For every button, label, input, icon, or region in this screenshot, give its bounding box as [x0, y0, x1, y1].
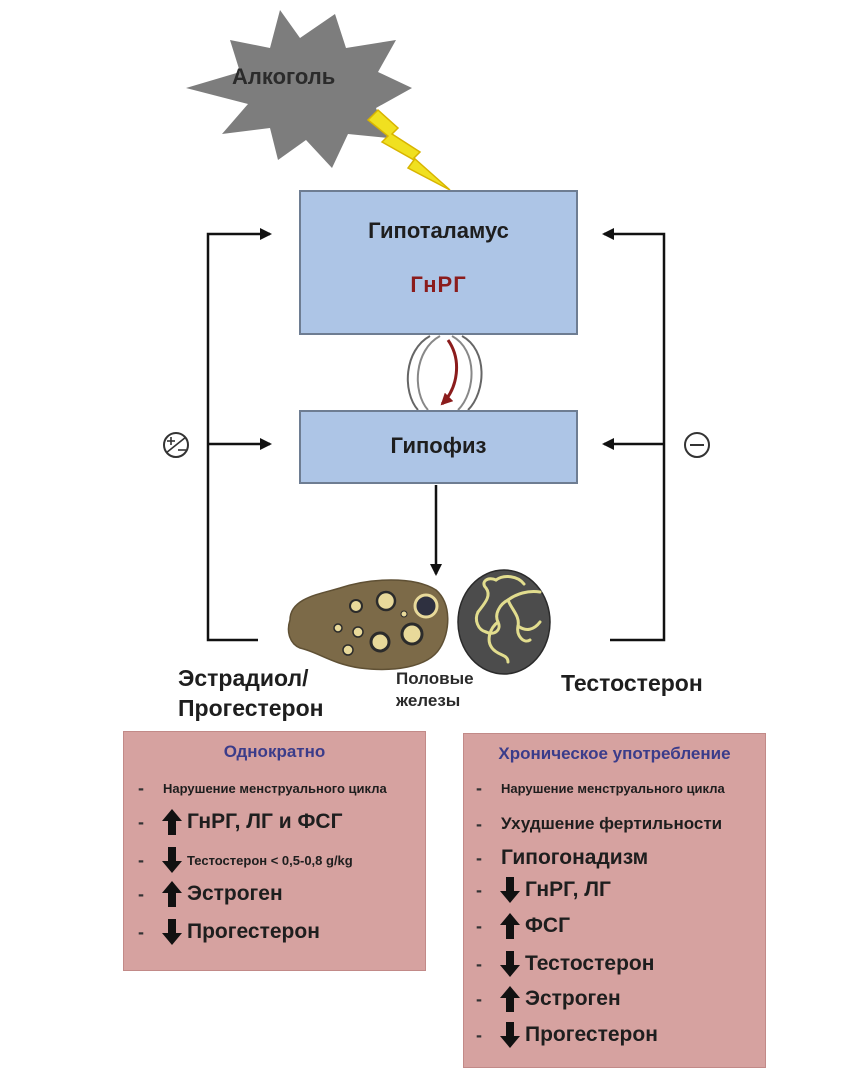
- list-item: - ГнРГ, ЛГ и ФСГ: [138, 808, 343, 836]
- arrow-up-icon: [500, 986, 520, 1012]
- bullet-dash: -: [476, 879, 482, 900]
- list-item-text: Ухудшение фертильности: [501, 814, 723, 833]
- gnrh-label: ГнРГ: [410, 272, 467, 297]
- list-item-text: Прогестерон: [525, 1023, 658, 1046]
- bullet-dash: -: [476, 988, 482, 1009]
- gonads-label: Половые железы: [396, 668, 474, 712]
- bullet-dash: -: [476, 915, 482, 936]
- arrow-down-icon: [500, 877, 520, 903]
- bullet-dash: -: [138, 921, 144, 942]
- list-item-text: ФСГ: [525, 914, 570, 937]
- arrow-up-icon: [162, 881, 182, 907]
- alcohol-starburst: [186, 10, 412, 168]
- list-item-text: Гипогонадизм: [501, 846, 649, 869]
- acute-panel-title: Однократно: [223, 742, 326, 761]
- alcohol-label: Алкоголь: [232, 64, 336, 89]
- list-item: - Эстроген: [138, 880, 283, 908]
- testosterone-label: Тестостерон: [561, 670, 703, 696]
- bullet-dash: -: [476, 813, 482, 834]
- gonads-label-line2: железы: [396, 691, 461, 710]
- minus-sign-icon: [684, 432, 710, 458]
- arrow-down-icon: [500, 951, 520, 977]
- arrow-down-icon: [500, 1022, 520, 1048]
- list-item-text: Тестостерон < 0,5-0,8 g/kg: [187, 852, 353, 868]
- list-item-text: Эстроген: [525, 987, 621, 1010]
- list-item: - Гипогонадизм: [476, 844, 648, 872]
- portal-vessels: [406, 335, 483, 411]
- bullet-dash: -: [138, 777, 144, 798]
- list-item: - Нарушение менструального цикла: [476, 774, 725, 802]
- list-item-text: Тестостерон: [525, 952, 655, 975]
- estradiol-progesterone-label: Эстрадиол/ Прогестерон: [178, 663, 324, 723]
- list-item: - Тестостерон < 0,5-0,8 g/kg: [138, 846, 353, 874]
- plus-minus-sign-icon: [163, 432, 189, 458]
- bullet-dash: -: [476, 847, 482, 868]
- hypothalamus-box: [299, 190, 578, 335]
- list-item-text: Прогестерон: [187, 920, 320, 943]
- list-item: - Эстроген: [476, 985, 621, 1013]
- bullet-dash: -: [138, 811, 144, 832]
- list-item: - Прогестерон: [138, 918, 320, 946]
- list-item-text: Нарушение менструального цикла: [501, 780, 725, 796]
- chronic-panel-title: Хроническое употребление: [498, 744, 731, 763]
- testis-illustration: [457, 569, 551, 675]
- chronic-effects-panel: Хроническое употребление - Нарушение мен…: [463, 733, 766, 1068]
- estradiol-label-line2: Прогестерон: [178, 695, 324, 721]
- lightning-bolt-icon: [366, 108, 451, 191]
- hypothalamus-label: Гипоталамус: [368, 218, 509, 243]
- list-item: - Тестостерон: [476, 950, 654, 978]
- list-item: - Прогестерон: [476, 1021, 658, 1049]
- arrow-up-icon: [162, 809, 182, 835]
- arrow-up-icon: [500, 913, 520, 939]
- ovary-illustration: [287, 579, 449, 671]
- arrow-down-icon: [162, 919, 182, 945]
- arrow-down-icon: [162, 847, 182, 873]
- estradiol-label-line1: Эстрадиол/: [178, 665, 309, 691]
- pituitary-box: [299, 410, 578, 484]
- bullet-dash: -: [476, 1024, 482, 1045]
- bullet-dash: -: [138, 849, 144, 870]
- bullet-dash: -: [476, 777, 482, 798]
- acute-effects-panel: Однократно - Нарушение менструального ци…: [123, 731, 426, 971]
- list-item: - ГнРГ, ЛГ: [476, 876, 611, 904]
- list-item-text: Эстроген: [187, 882, 283, 905]
- list-item-text: ГнРГ, ЛГ: [525, 878, 611, 901]
- right-feedback-loop: [602, 228, 666, 642]
- list-item: - Ухудшение фертильности: [476, 810, 722, 838]
- list-item: - ФСГ: [476, 912, 570, 940]
- list-item: - Нарушение менструального цикла: [138, 774, 387, 802]
- list-item-text: ГнРГ, ЛГ и ФСГ: [187, 810, 343, 833]
- left-feedback-loop: [206, 228, 272, 642]
- pituitary-label: Гипофиз: [390, 433, 487, 458]
- bullet-dash: -: [476, 953, 482, 974]
- list-item-text: Нарушение менструального цикла: [163, 780, 387, 796]
- bullet-dash: -: [138, 883, 144, 904]
- gonads-label-line1: Половые: [396, 669, 474, 688]
